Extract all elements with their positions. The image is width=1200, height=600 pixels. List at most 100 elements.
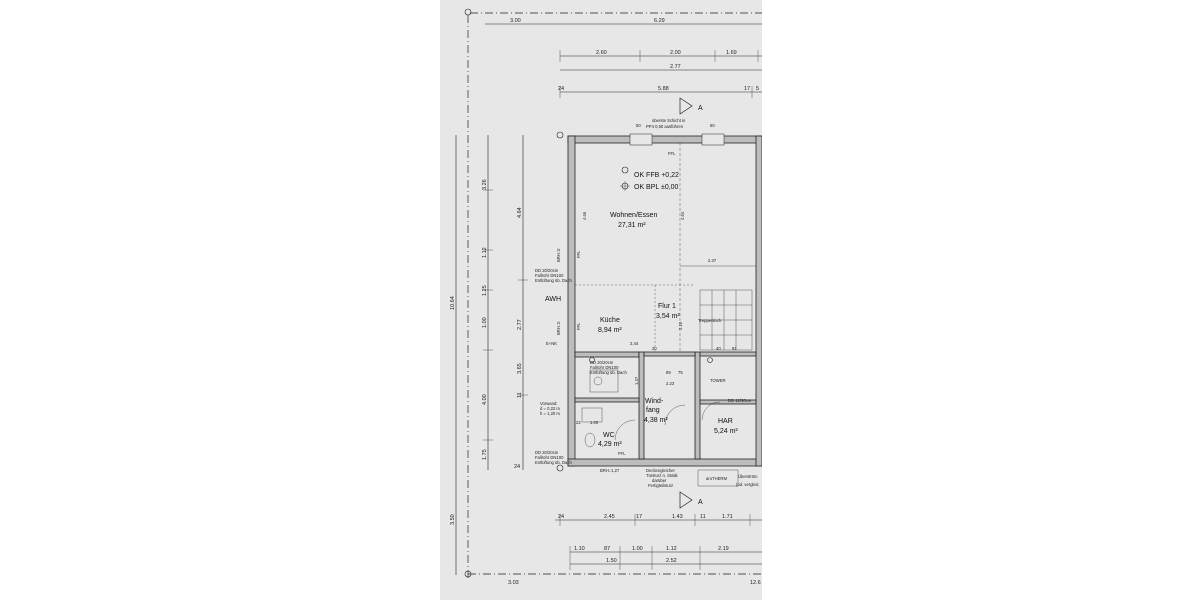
- enk-label: E+NK: [546, 341, 557, 346]
- room-entry-name-2: fang: [646, 407, 660, 414]
- left-dim-c1-3: 1.25: [482, 285, 488, 296]
- dd-note-1-line-2: Fallrohr DN100: [535, 273, 564, 278]
- top-dim-3: 2.60: [596, 50, 607, 56]
- dd-note-1-line-1: DD 20/20cm: [535, 268, 559, 273]
- uberstroem-line-1: Überström: [738, 474, 758, 479]
- interior-lines: [575, 97, 756, 509]
- section-marker-top: A: [698, 105, 703, 112]
- bottom-dim-1: 24: [558, 514, 564, 520]
- left-dim-c1-5: 4.00: [482, 394, 488, 405]
- ffl-top: FFL: [668, 151, 676, 156]
- vorwand-line-1: Vorwand:: [540, 401, 557, 406]
- building-walls: [567, 135, 762, 467]
- room-hall-name: Flur 1: [658, 303, 676, 310]
- left-dim-outer-2: 3.50: [450, 514, 456, 525]
- left-dim-c1-2: 1.12: [482, 247, 488, 258]
- dd-door-label: DD 12/30cm: [728, 398, 752, 403]
- dd-note-2-line-3: Entlüftung üb. Dach: [590, 370, 627, 375]
- room-living-area: 27,31 m²: [618, 222, 646, 229]
- room-har-area: 5,24 m²: [714, 428, 738, 435]
- top-dim-10: 5: [756, 86, 759, 92]
- bottom-dim-5: 11: [700, 514, 706, 520]
- bottom-note-line-2: Türsturz n. Statik: [646, 473, 679, 478]
- dd-note-3-line-1: DD 20/20cm: [535, 450, 559, 455]
- uberstroem-line-2: (od. vergleic: [736, 482, 759, 487]
- ffl-left-upper: FFL: [576, 250, 581, 258]
- treppenloch-label: Treppenloch: [698, 318, 722, 323]
- dim-50-left: 50: [636, 123, 641, 128]
- top-dim-4: 2.00: [670, 50, 681, 56]
- floor-plan-drawing: 3.00 6.29 2.60 2.00 1.69 2.77 24 5.88 17…: [450, 8, 762, 586]
- aerotherm-label: aroTHERM: [706, 476, 727, 481]
- dd-note-3-line-2: Fallrohr DN100: [535, 455, 564, 460]
- room-entry-area: 4,38 m²: [644, 417, 668, 424]
- room-kitchen-name: Küche: [600, 317, 620, 324]
- bottom-dim-7: 1.10: [574, 546, 585, 552]
- dim-210: 2.10: [678, 321, 683, 330]
- awh-label: AWH: [545, 296, 561, 303]
- left-dim-c2-2: 2.77: [517, 319, 523, 330]
- left-dim-c2-4: 11: [517, 392, 523, 398]
- dim-40: 40: [716, 346, 721, 351]
- room-har-name: HAR: [718, 418, 733, 425]
- dim-91: 91: [732, 346, 737, 351]
- vorwand-line-3: h = 1,20 m: [540, 411, 560, 416]
- dim-464-right: 4.64: [680, 211, 685, 220]
- room-entry-name-1: Wind-: [645, 398, 664, 405]
- room-living-name: Wohnen/Essen: [610, 212, 657, 219]
- bottom-dim-9: 1.00: [632, 546, 643, 552]
- vorwand-line-2: d = 0,22 m: [540, 406, 560, 411]
- bottom-dim-2: 2.45: [604, 514, 615, 520]
- bottom-note-line-4: Fertigteilsturz: [648, 483, 673, 488]
- bottom-dim-4: 1.43: [672, 514, 683, 520]
- dim-223: 2.23: [666, 381, 675, 386]
- left-dim-c2-1: 4.64: [517, 207, 523, 218]
- dim-20: 20: [652, 346, 657, 351]
- dd-note-2-line-1: DD 20/20cm: [590, 360, 614, 365]
- room-wc-area: 4,29 m²: [598, 441, 622, 448]
- dd-note-1-line-3: Entlüftung üb. Dach: [535, 278, 572, 283]
- tower-label: TOWER: [710, 378, 726, 383]
- bottom-dim-8: 87: [604, 546, 610, 552]
- left-dimension-lines: [455, 15, 528, 580]
- top-dim-8: 5.88: [658, 86, 669, 92]
- ffl-wc: FFL: [618, 451, 626, 456]
- bottom-dim-12: 1.50: [606, 558, 617, 564]
- brh-0-upper: BRH.:0: [556, 248, 561, 262]
- left-dim-c1-1: 3.26: [482, 179, 488, 190]
- top-dim-1: 3.00: [510, 18, 521, 24]
- dim-137: 1.37: [634, 376, 639, 385]
- top-dim-2: 6.29: [654, 18, 665, 24]
- dim-100: 1.00: [590, 420, 599, 425]
- level-ffb: OK FFB +0,22: [634, 172, 679, 179]
- axis-markers: [464, 8, 713, 578]
- top-dim-7: 24: [558, 86, 564, 92]
- left-dim-c2-3: 3.65: [517, 363, 523, 374]
- floor-plan-sheet: 3.00 6.29 2.60 2.00 1.69 2.77 24 5.88 17…: [440, 0, 762, 600]
- dim-89: 89: [666, 370, 671, 375]
- dim-22: 22: [576, 420, 581, 425]
- dim-50-right: 50: [710, 123, 715, 128]
- left-dim-c2-5: 24: [514, 464, 520, 470]
- dd-note-3-line-3: Entlüftung üb. Dach: [535, 460, 572, 465]
- left-dim-c1-4: 1.00: [482, 317, 488, 328]
- bottom-dimension-lines: [468, 514, 762, 575]
- bottom-note-line-1: Deckengleicher: [646, 468, 675, 473]
- top-dim-9: 17: [744, 86, 750, 92]
- bottom-dim-3: 17: [636, 514, 642, 520]
- top-dim-5: 1.69: [726, 50, 737, 56]
- bottom-dim-6: 1.71: [722, 514, 733, 520]
- dim-466-left: 4.66: [582, 211, 587, 220]
- ffl-left-lower: FFL: [576, 322, 581, 330]
- dim-75: 75: [678, 370, 683, 375]
- bottom-dim-10: 1.12: [666, 546, 677, 552]
- brh-127-label: BRH.:1,27: [600, 468, 620, 473]
- bottom-dim-11: 2.19: [718, 546, 729, 552]
- room-kitchen-area: 8,94 m²: [598, 327, 622, 334]
- dd-note-2-line-2: Fallrohr DN100: [590, 365, 619, 370]
- top-dim-6: 2.77: [670, 64, 681, 70]
- dim-244: 2.44: [630, 341, 639, 346]
- bottom-dim-14: 3.03: [508, 580, 519, 586]
- bottom-dim-13: 2.52: [666, 558, 677, 564]
- brh-0-lower: BRH.:0: [556, 321, 561, 335]
